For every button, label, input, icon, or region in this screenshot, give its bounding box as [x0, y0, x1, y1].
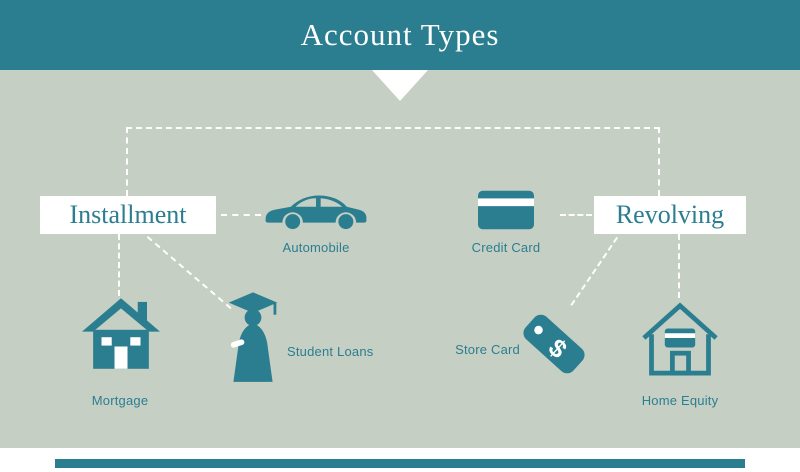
price-tag-icon: $: [518, 308, 590, 380]
graduate-icon: [225, 292, 281, 386]
connector-top-horizontal: [126, 127, 660, 129]
revolving-label: Revolving: [615, 200, 725, 229]
revolving-label-box: Revolving: [594, 196, 746, 234]
house-icon: [82, 298, 160, 369]
home-equity-house-icon: [640, 300, 720, 376]
credit-card-label: Credit Card: [471, 240, 541, 255]
connector-installment-automobile: [221, 214, 261, 216]
connector-top-left-vertical: [126, 127, 128, 196]
page-title: Account Types: [300, 17, 500, 52]
credit-card-icon: [478, 190, 534, 230]
student-loans-label: Student Loans: [287, 344, 374, 359]
car-icon: [260, 188, 372, 231]
connector-creditcard-revolving: [560, 214, 592, 216]
header-banner: Account Types: [0, 0, 800, 70]
home-equity-label: Home Equity: [641, 393, 719, 408]
store-card-label: Store Card: [455, 342, 520, 357]
connector-installment-mortgage: [118, 234, 120, 296]
installment-label-box: Installment: [40, 196, 216, 234]
pointer-triangle: [372, 70, 428, 101]
footer-bar: [55, 459, 745, 468]
body-background: [0, 70, 800, 448]
automobile-label: Automobile: [282, 240, 350, 255]
mortgage-label: Mortgage: [91, 393, 149, 408]
connector-revolving-homeequity: [678, 234, 680, 298]
installment-label: Installment: [69, 200, 187, 229]
connector-top-right-vertical: [658, 127, 660, 196]
